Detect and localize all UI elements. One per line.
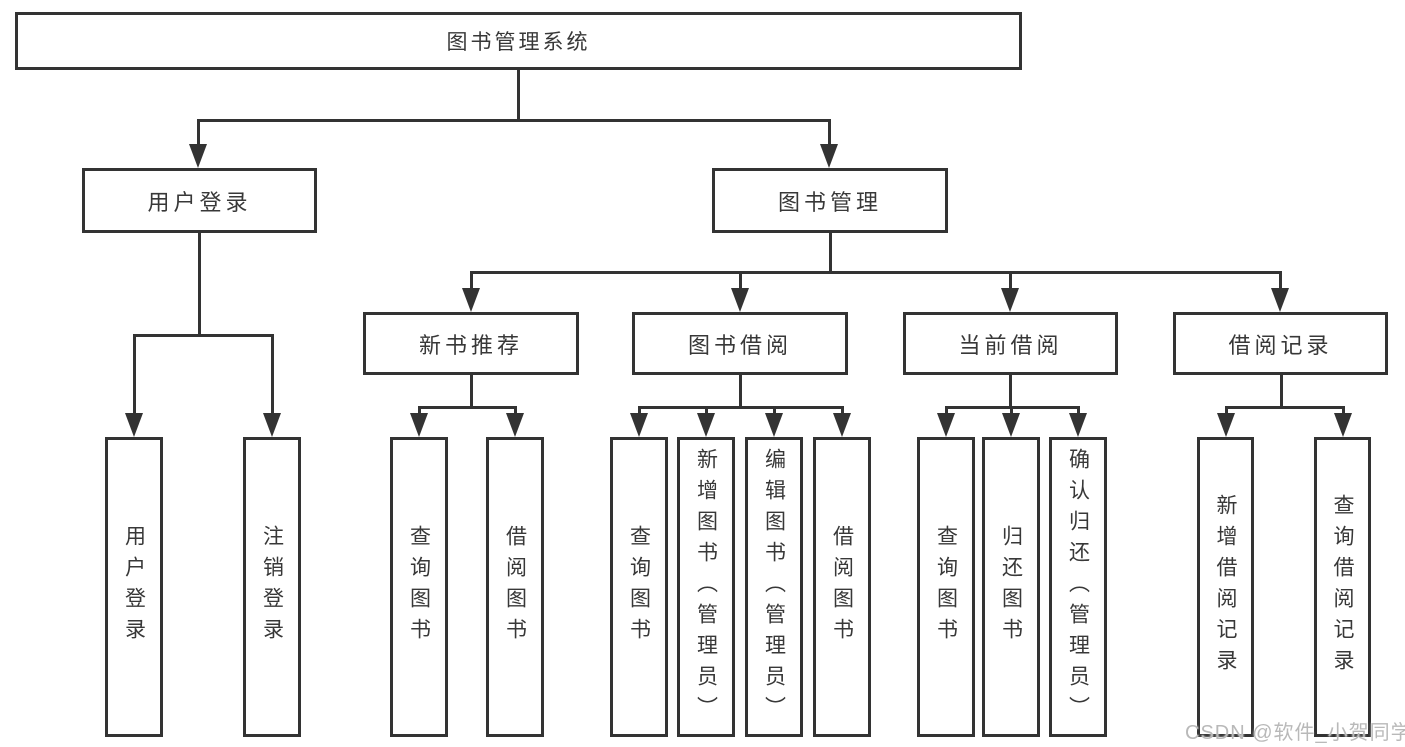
connector-branch-cb-confirm <box>1077 406 1080 416</box>
connector-branch-borrow-record <box>1279 271 1282 291</box>
arrowhead-br-add <box>1217 413 1235 437</box>
leaf-user-login-label: 用户登录 <box>122 525 146 649</box>
leaf-bb-edit-book: 编辑图书（管理员） <box>745 437 803 737</box>
connector-branch-cb-query <box>945 406 948 416</box>
leaf-user-login: 用户登录 <box>105 437 163 737</box>
arrowhead-br-query <box>1334 413 1352 437</box>
leaf-cb-return-book-label: 归还图书 <box>999 525 1023 649</box>
node-current-borrow: 当前借阅 <box>903 312 1118 375</box>
node-borrow-record-label: 借阅记录 <box>1228 332 1333 358</box>
arrowhead-bb-query <box>630 413 648 437</box>
connector-branch-book-mgmt <box>828 119 831 147</box>
leaf-br-add-record-label: 新增借阅记录 <box>1214 494 1237 680</box>
connector-branch-ul-logout <box>271 334 274 416</box>
leaf-bb-borrow-book: 借阅图书 <box>813 437 871 737</box>
arrowhead-nbr-borrow <box>506 413 524 437</box>
connector-br-hline <box>1225 406 1344 409</box>
node-book-mgmt-label: 图书管理 <box>777 189 882 215</box>
leaf-bb-borrow-book-label: 借阅图书 <box>830 525 854 649</box>
leaf-bb-add-book: 新增图书（管理员） <box>677 437 735 737</box>
connector-branch-book-borrow <box>739 271 742 291</box>
connector-branch-bb-edit <box>773 406 776 416</box>
watermark: CSDN @软件_小贺同学 <box>1185 722 1405 744</box>
leaf-bb-add-book-label: 新增图书（管理员） <box>694 447 718 727</box>
node-book-mgmt: 图书管理 <box>712 168 948 233</box>
leaf-cb-query-book: 查询图书 <box>917 437 975 737</box>
leaf-nbr-query-book: 查询图书 <box>390 437 448 737</box>
connector-level3-hline <box>470 271 1282 274</box>
leaf-cb-query-book-label: 查询图书 <box>934 525 958 649</box>
leaf-br-query-record: 查询借阅记录 <box>1314 437 1371 737</box>
leaf-bb-edit-book-label: 编辑图书（管理员） <box>762 447 786 727</box>
arrowhead-bb-borrow <box>833 413 851 437</box>
node-new-book-rec: 新书推荐 <box>363 312 579 375</box>
connector-branch-br-add <box>1225 406 1228 416</box>
arrowhead-bb-add <box>697 413 715 437</box>
connector-level2-hline <box>197 119 831 122</box>
connector-user-login-hline <box>133 334 274 337</box>
node-current-borrow-label: 当前借阅 <box>958 332 1063 358</box>
leaf-nbr-borrow-book: 借阅图书 <box>486 437 544 737</box>
connector-bb-hline <box>638 406 844 409</box>
connector-cb-stem <box>1009 375 1012 409</box>
leaf-cb-confirm-return: 确认归还（管理员） <box>1049 437 1107 737</box>
arrowhead-user-login <box>189 144 207 168</box>
leaf-bb-query-book-label: 查询图书 <box>627 525 651 649</box>
connector-book-mgmt-stem <box>829 233 832 274</box>
node-library-system-label: 图书管理系统 <box>446 31 591 54</box>
connector-bb-stem <box>739 375 742 409</box>
connector-branch-nbr-query <box>418 406 421 416</box>
node-new-book-rec-label: 新书推荐 <box>418 332 523 358</box>
leaf-logout-label: 注销登录 <box>260 525 284 649</box>
connector-nbr-stem <box>470 375 473 409</box>
leaf-bb-query-book: 查询图书 <box>610 437 668 737</box>
node-borrow-record: 借阅记录 <box>1173 312 1388 375</box>
leaf-br-query-record-label: 查询借阅记录 <box>1331 494 1354 680</box>
connector-branch-user-login <box>197 119 200 147</box>
arrowhead-cb-confirm <box>1069 413 1087 437</box>
connector-user-login-stem <box>198 233 201 337</box>
node-user-login-label: 用户登录 <box>147 189 252 215</box>
connector-branch-current-borrow <box>1009 271 1012 291</box>
arrowhead-book-borrow <box>731 288 749 312</box>
arrowhead-borrow-record <box>1271 288 1289 312</box>
connector-branch-ul-login <box>133 334 136 416</box>
node-book-borrow-label: 图书借阅 <box>687 332 792 358</box>
arrowhead-nbr-query <box>410 413 428 437</box>
arrowhead-cb-return <box>1002 413 1020 437</box>
connector-root-stem <box>517 70 520 119</box>
leaf-nbr-query-book-label: 查询图书 <box>407 525 431 649</box>
connector-branch-cb-return <box>1010 406 1013 416</box>
arrowhead-ul-login <box>125 413 143 437</box>
connector-branch-bb-query <box>638 406 641 416</box>
leaf-nbr-borrow-book-label: 借阅图书 <box>503 525 527 649</box>
connector-branch-new-book-rec <box>470 271 473 291</box>
connector-branch-br-query <box>1342 406 1345 416</box>
arrowhead-book-mgmt <box>820 144 838 168</box>
node-book-borrow: 图书借阅 <box>632 312 848 375</box>
leaf-cb-confirm-return-label: 确认归还（管理员） <box>1066 447 1090 727</box>
arrowhead-ul-logout <box>263 413 281 437</box>
connector-br-stem <box>1280 375 1283 409</box>
connector-branch-nbr-borrow <box>514 406 517 416</box>
node-library-system: 图书管理系统 <box>15 12 1022 70</box>
node-user-login: 用户登录 <box>82 168 317 233</box>
connector-branch-bb-borrow <box>841 406 844 416</box>
connector-branch-bb-add <box>705 406 708 416</box>
connector-nbr-hline <box>418 406 517 409</box>
leaf-br-add-record: 新增借阅记录 <box>1197 437 1254 737</box>
arrowhead-cb-query <box>937 413 955 437</box>
arrowhead-bb-edit <box>765 413 783 437</box>
leaf-logout: 注销登录 <box>243 437 301 737</box>
leaf-cb-return-book: 归还图书 <box>982 437 1040 737</box>
arrowhead-current-borrow <box>1001 288 1019 312</box>
arrowhead-new-book-rec <box>462 288 480 312</box>
